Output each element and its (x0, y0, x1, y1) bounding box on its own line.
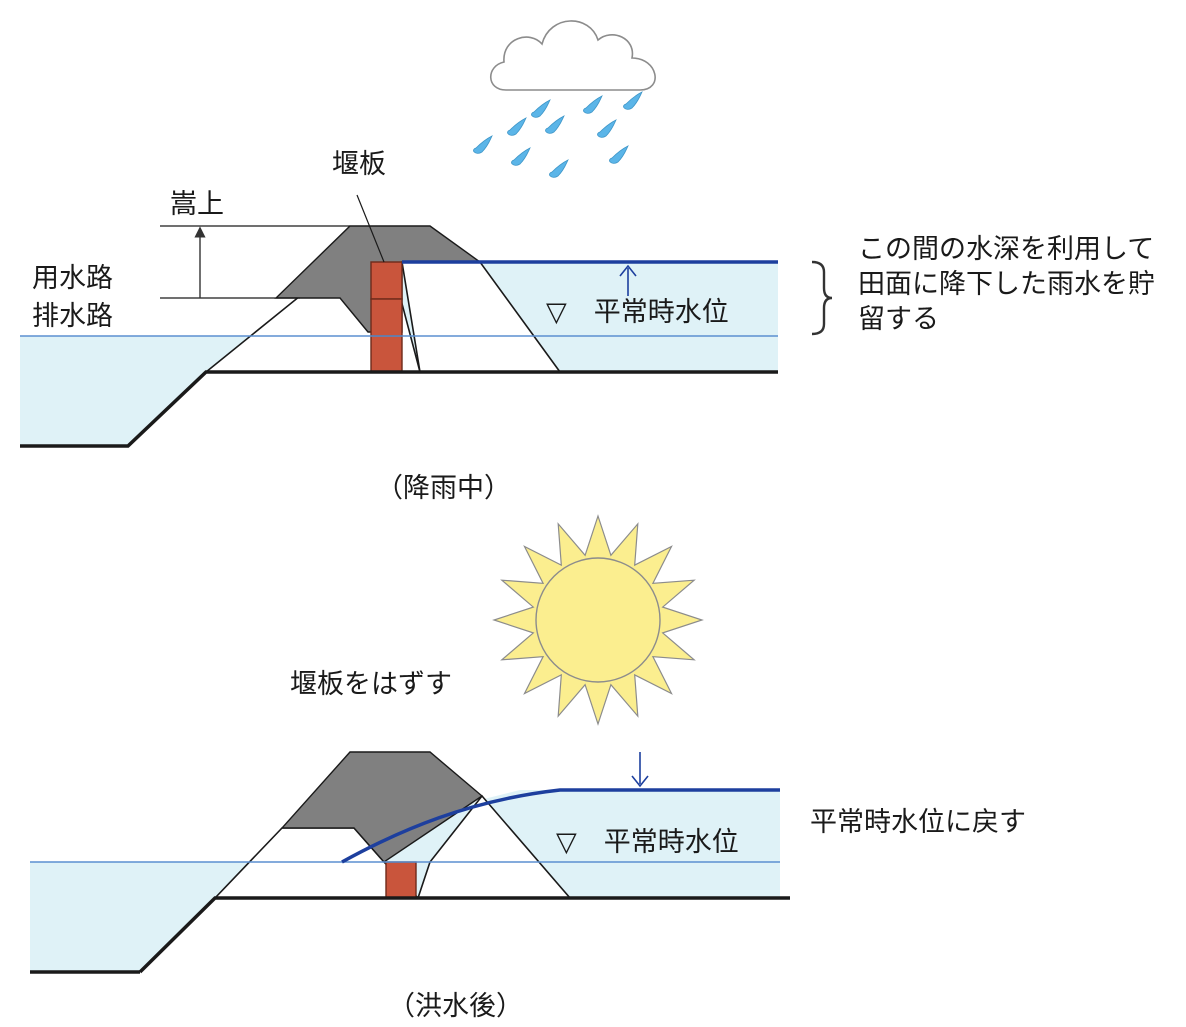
weir-board (370, 261, 403, 373)
rain-caption: （降雨中） (376, 473, 511, 504)
depth-brace-icon (811, 260, 833, 336)
storage-note: この間の水深を利用して 田面に降下した雨水を貯 留する (858, 232, 1155, 337)
weir-board-remaining (385, 861, 417, 899)
after-panel (30, 514, 790, 974)
normal-level-label-top: ▽ 平常時水位 (546, 297, 729, 328)
storage-note-line2: 田面に降下した雨水を貯 (858, 269, 1155, 301)
rain-cloud-icon (473, 20, 656, 178)
sun-icon (492, 514, 704, 726)
normal-level-label-bottom: ▽ 平常時水位 (556, 827, 739, 858)
weir-leader-line (356, 194, 385, 263)
rain-panel (20, 20, 833, 448)
ground-line-after (138, 896, 790, 974)
fall-arrow-icon (631, 752, 649, 788)
channel-water-after (30, 862, 215, 972)
falling-water-surface (341, 788, 780, 864)
remove-weir-label: 堰板をはずす (290, 669, 452, 700)
after-caption: （洪水後） (388, 991, 523, 1022)
return-note: 平常時水位に戻す (810, 807, 1026, 838)
channel-label-line1: 用水路 (32, 263, 113, 294)
ground-line (20, 370, 778, 448)
weir-label: 堰板 (332, 149, 386, 180)
raise-label: 嵩上 (170, 189, 224, 220)
rise-arrow-icon (619, 264, 637, 296)
storage-note-line1: この間の水深を利用して (858, 234, 1155, 265)
channel-label-line2: 排水路 (32, 301, 113, 332)
storage-note-line3: 留する (858, 304, 939, 336)
